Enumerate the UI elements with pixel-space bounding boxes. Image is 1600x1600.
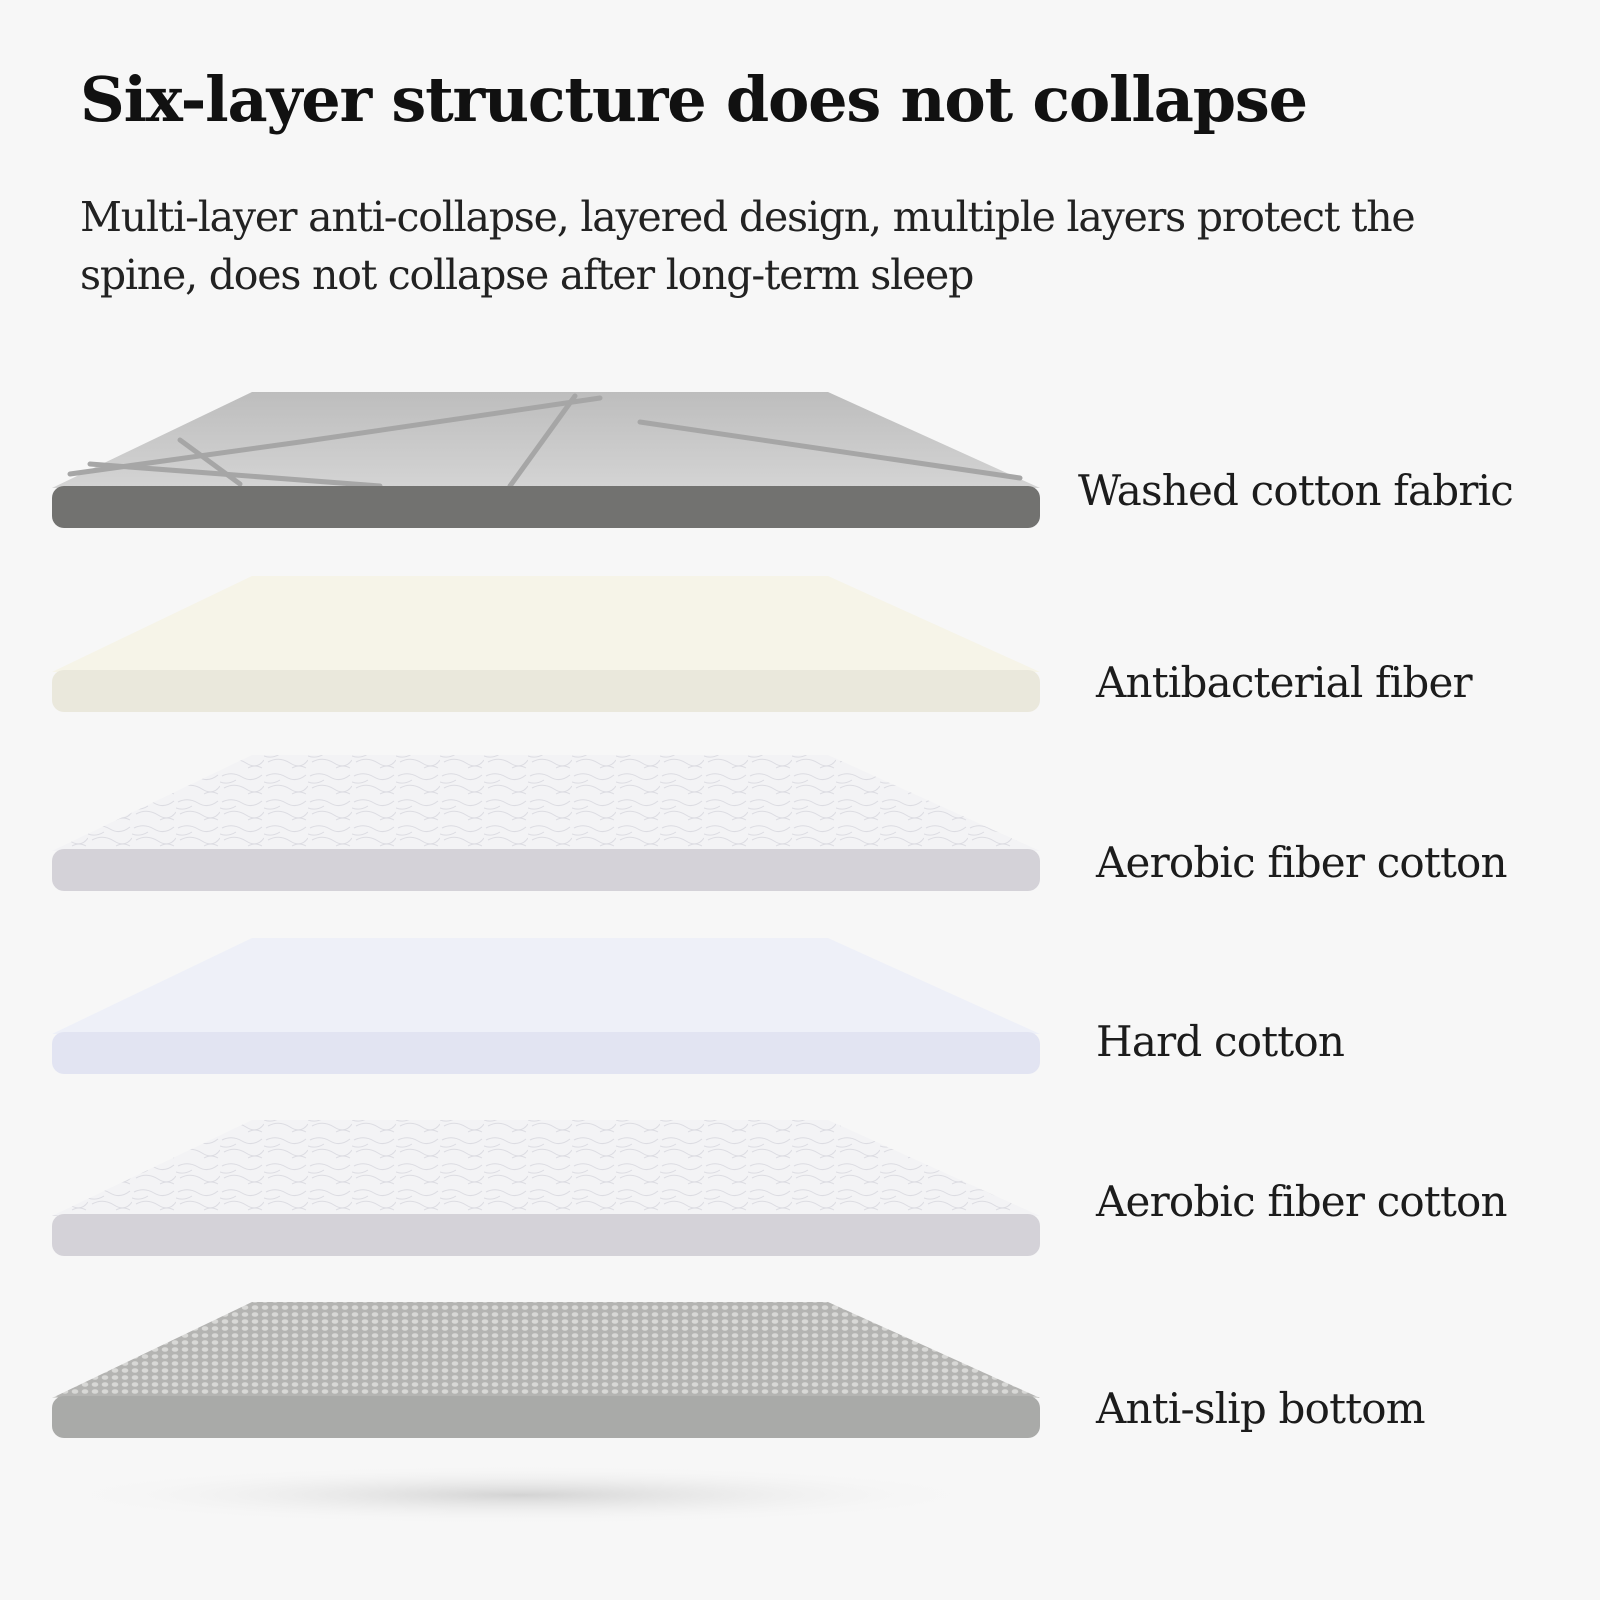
layer-edge [52,486,1040,528]
ground-shadow [50,1465,990,1525]
mattress-layers-illustration [0,380,1060,1570]
layer-edge [52,670,1040,712]
layer-top-face [52,1120,1040,1216]
layer-edge [52,849,1040,891]
quilt-stitch [67,395,603,477]
layer-edge [52,1214,1040,1256]
layer-slabs [52,392,1040,1438]
layer-top-face [52,1302,1040,1398]
layer-top-face [52,938,1040,1034]
layer-edge [52,1396,1040,1438]
page-subtitle: Multi-layer anti-collapse, layered desig… [80,193,1416,299]
quilt-stitch [177,437,243,487]
layer-label-1: Washed cotton fabric [1078,466,1514,515]
layer-top-face [52,576,1040,672]
layer-label-6: Anti-slip bottom [1096,1384,1426,1433]
layer-label-3: Aerobic fiber cotton [1096,838,1508,887]
quilt-stitch [507,393,578,489]
layer-label-4: Hard cotton [1096,1017,1345,1066]
quilt-stitch [637,419,1023,481]
layer-label-2: Antibacterial fiber [1096,658,1473,707]
layer-label-5: Aerobic fiber cotton [1096,1177,1508,1226]
quilt-stitch [87,461,383,489]
layer-edge [52,1032,1040,1074]
layer-top-face [52,755,1040,851]
page-title: Six-layer structure does not collapse [80,63,1308,136]
